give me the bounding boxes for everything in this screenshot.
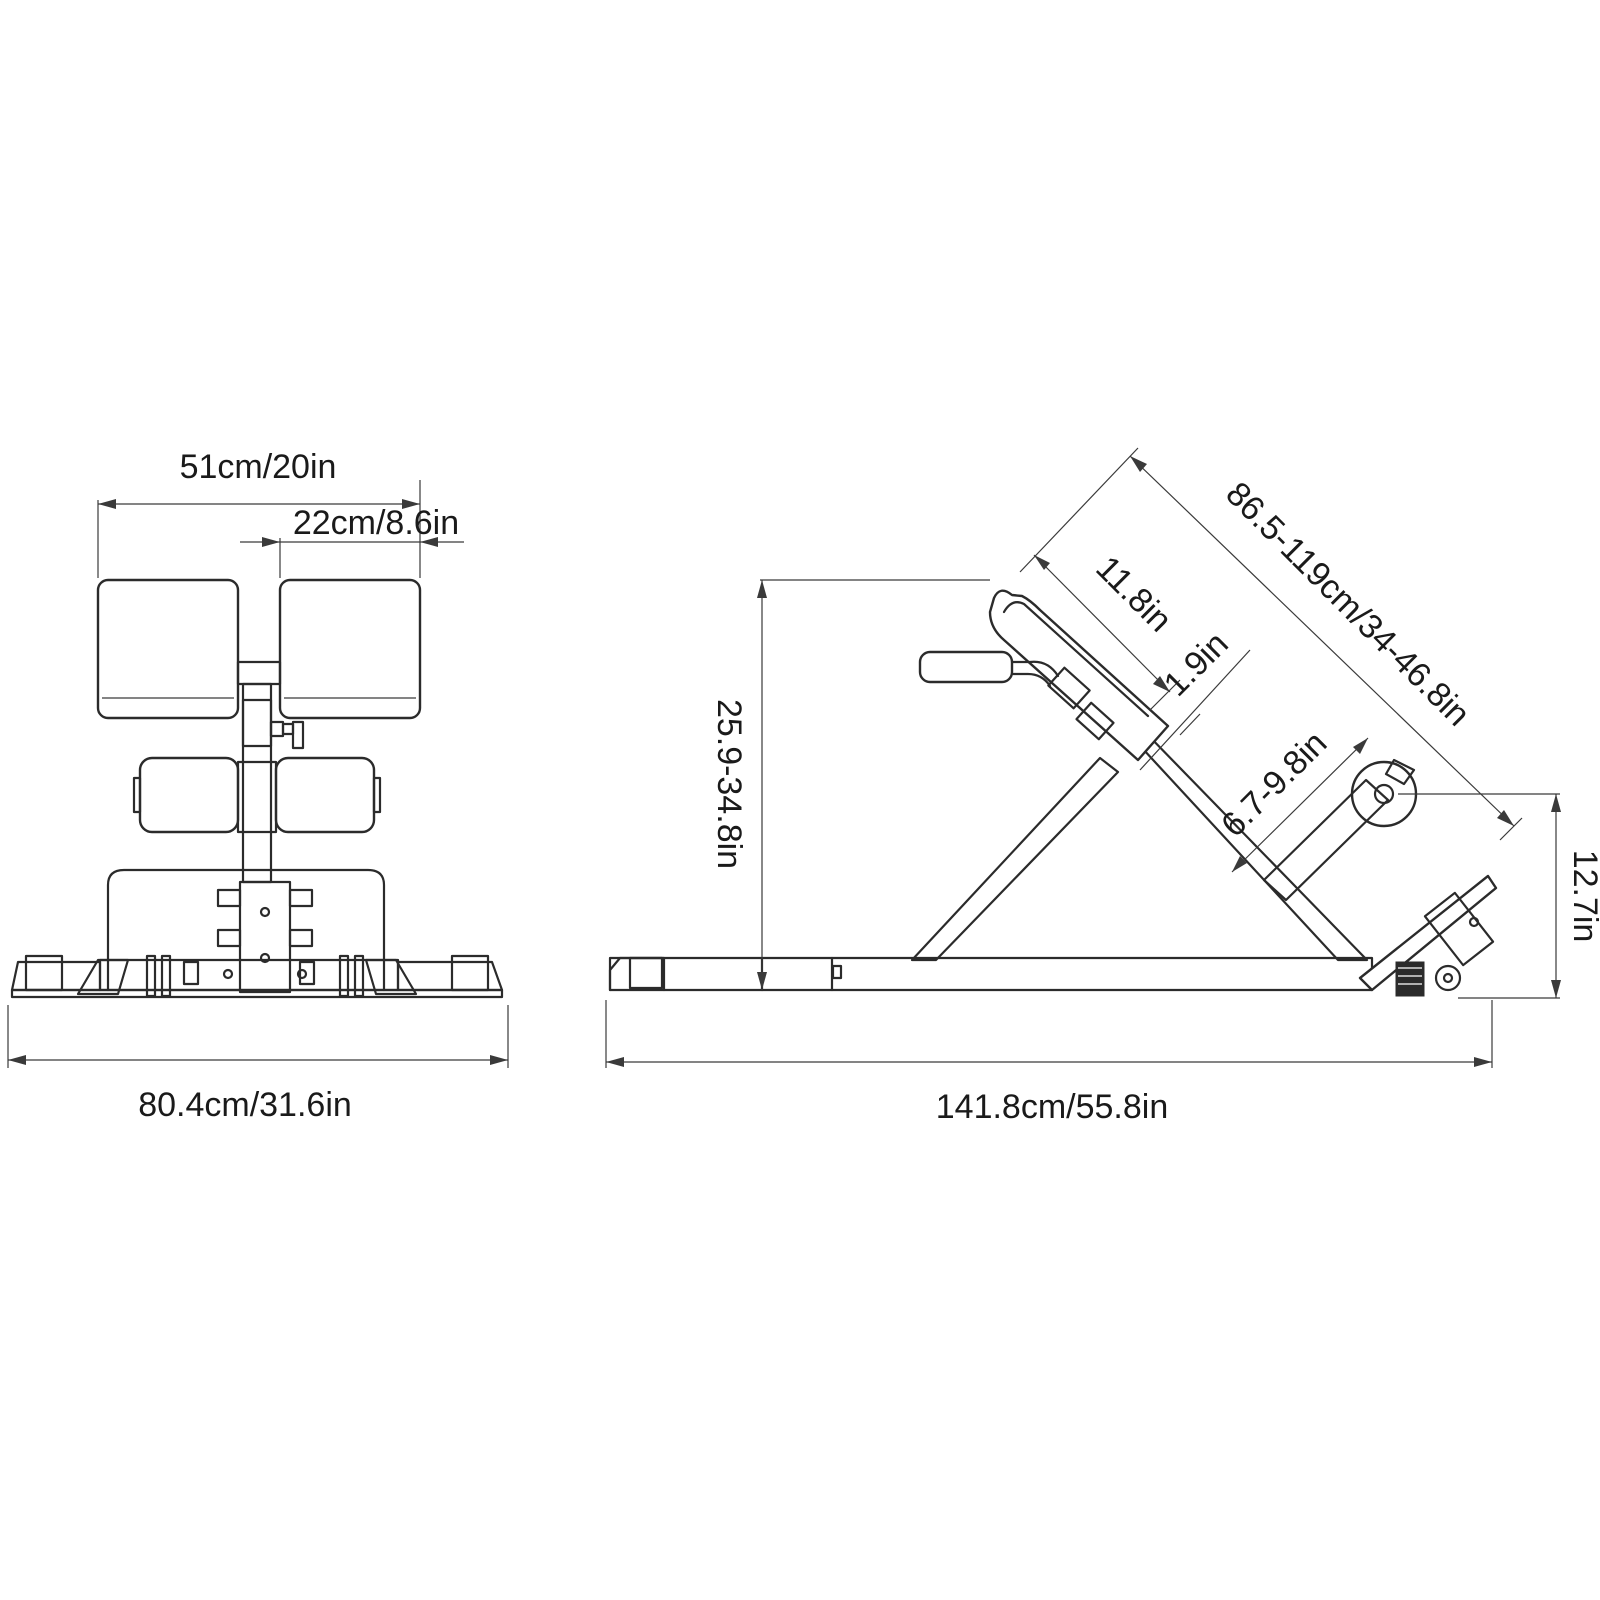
side-length-label: 141.8cm/55.8in — [936, 1088, 1169, 1126]
side-view: 141.8cm/55.8in 25.9-34.8in 11.8in 1.9in … — [605, 447, 1600, 1126]
front-left-pad — [96, 578, 240, 720]
front-right-foot — [396, 960, 504, 992]
side-support-strut — [910, 756, 1120, 962]
front-right-roller — [274, 756, 376, 834]
front-base-width-label: 80.4cm/31.6in — [138, 1086, 352, 1124]
front-right-pad — [278, 578, 422, 720]
front-left-roller — [138, 756, 240, 834]
side-handle — [918, 650, 1014, 684]
side-roller-gap-label: 6.7-9.8in — [1214, 724, 1334, 844]
side-footplate — [1358, 874, 1498, 992]
side-wheel — [1434, 964, 1462, 992]
side-lock-knob — [1395, 961, 1425, 997]
front-pad-width-label: 22cm/8.6in — [293, 504, 459, 542]
front-total-width-label: 51cm/20in — [180, 448, 337, 486]
side-base-rail — [608, 956, 1374, 992]
side-front-foot — [608, 956, 666, 992]
front-view: 51cm/20in 22cm/8.6in 80.4cm/31.6in — [7, 448, 509, 1124]
front-center-post — [241, 682, 273, 884]
side-pad-length-label: 11.8in — [1088, 549, 1179, 640]
side-backrest-range-label: 86.5-119cm/34-46.8in — [1218, 475, 1477, 734]
side-footplate-height-label: 12.7in — [1566, 850, 1600, 943]
side-hip-pad — [988, 589, 1170, 762]
front-base-cover — [106, 868, 386, 992]
side-height-label: 25.9-34.8in — [710, 699, 748, 869]
front-crossbar — [98, 958, 400, 992]
